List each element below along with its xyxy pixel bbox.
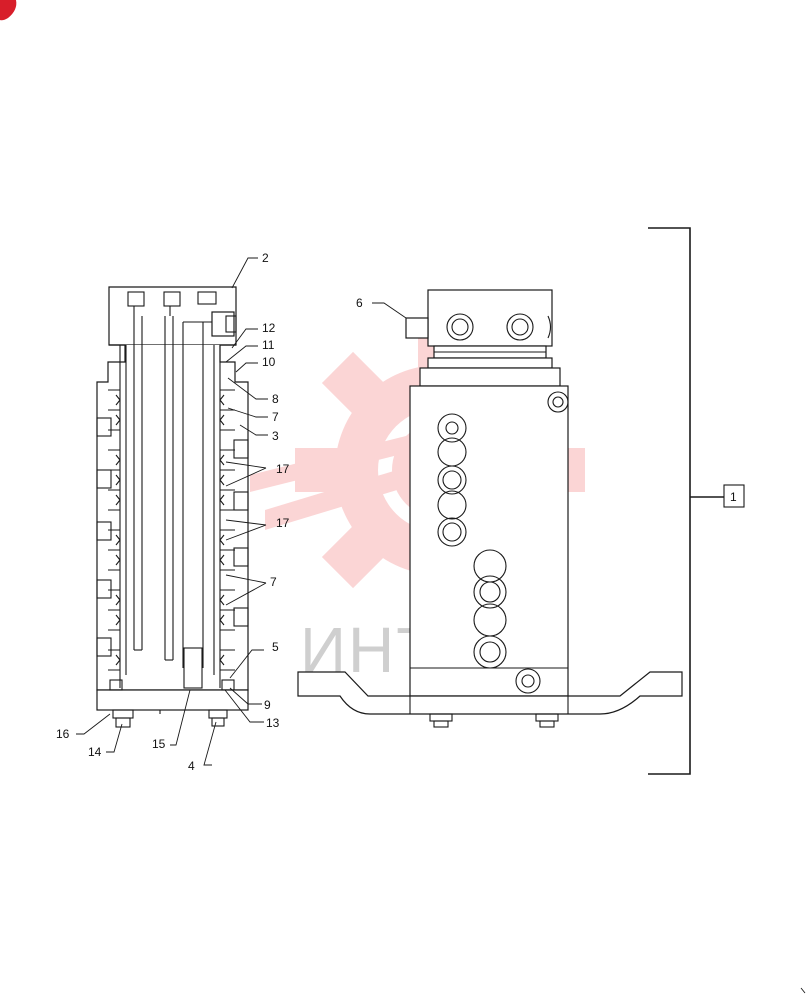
assembly-bracket <box>648 227 745 775</box>
callout-8: 8 <box>272 392 279 406</box>
side-port-bottom <box>515 668 541 694</box>
corner-badge-icon <box>0 0 17 21</box>
side-ports-upper <box>437 413 467 547</box>
callout-14: 14 <box>88 745 102 759</box>
callout-11: 11 <box>262 338 275 352</box>
top-port-right-icon <box>506 313 534 341</box>
callout-12: 12 <box>262 321 276 335</box>
side-port-top-right <box>547 391 569 413</box>
callout-7-lower: 7 <box>270 575 277 589</box>
callout-4: 4 <box>188 759 195 773</box>
seal-stack-left <box>96 389 121 671</box>
callout-16: 16 <box>56 727 70 741</box>
base-bolt-left <box>429 713 453 728</box>
bolt-right <box>208 709 228 727</box>
callout-15: 15 <box>152 737 166 751</box>
callout-1: 1 <box>730 490 737 504</box>
callout-6: 6 <box>356 296 363 310</box>
base-bolt-right <box>535 713 559 728</box>
leader-lines <box>76 257 407 766</box>
callout-2: 2 <box>262 251 269 265</box>
callout-17-upper: 17 <box>276 462 290 476</box>
callout-13: 13 <box>266 716 280 730</box>
callout-7-upper: 7 <box>272 410 279 424</box>
callout-3: 3 <box>272 429 279 443</box>
corner-mark-icon <box>800 987 806 994</box>
top-port-left-icon <box>446 313 474 341</box>
swivel-joint-external-view <box>297 289 683 728</box>
callout-labels: 1 2 3 4 5 6 7 7 8 9 10 11 12 13 14 15 16… <box>56 251 737 773</box>
callout-5: 5 <box>272 640 279 654</box>
swivel-joint-section-view <box>96 286 249 728</box>
callout-17-lower: 17 <box>276 516 290 530</box>
side-ports-lower <box>473 549 507 669</box>
callout-9: 9 <box>264 698 271 712</box>
callout-10: 10 <box>262 355 276 369</box>
bolt-left <box>112 709 134 728</box>
seal-stack-right <box>219 389 249 671</box>
